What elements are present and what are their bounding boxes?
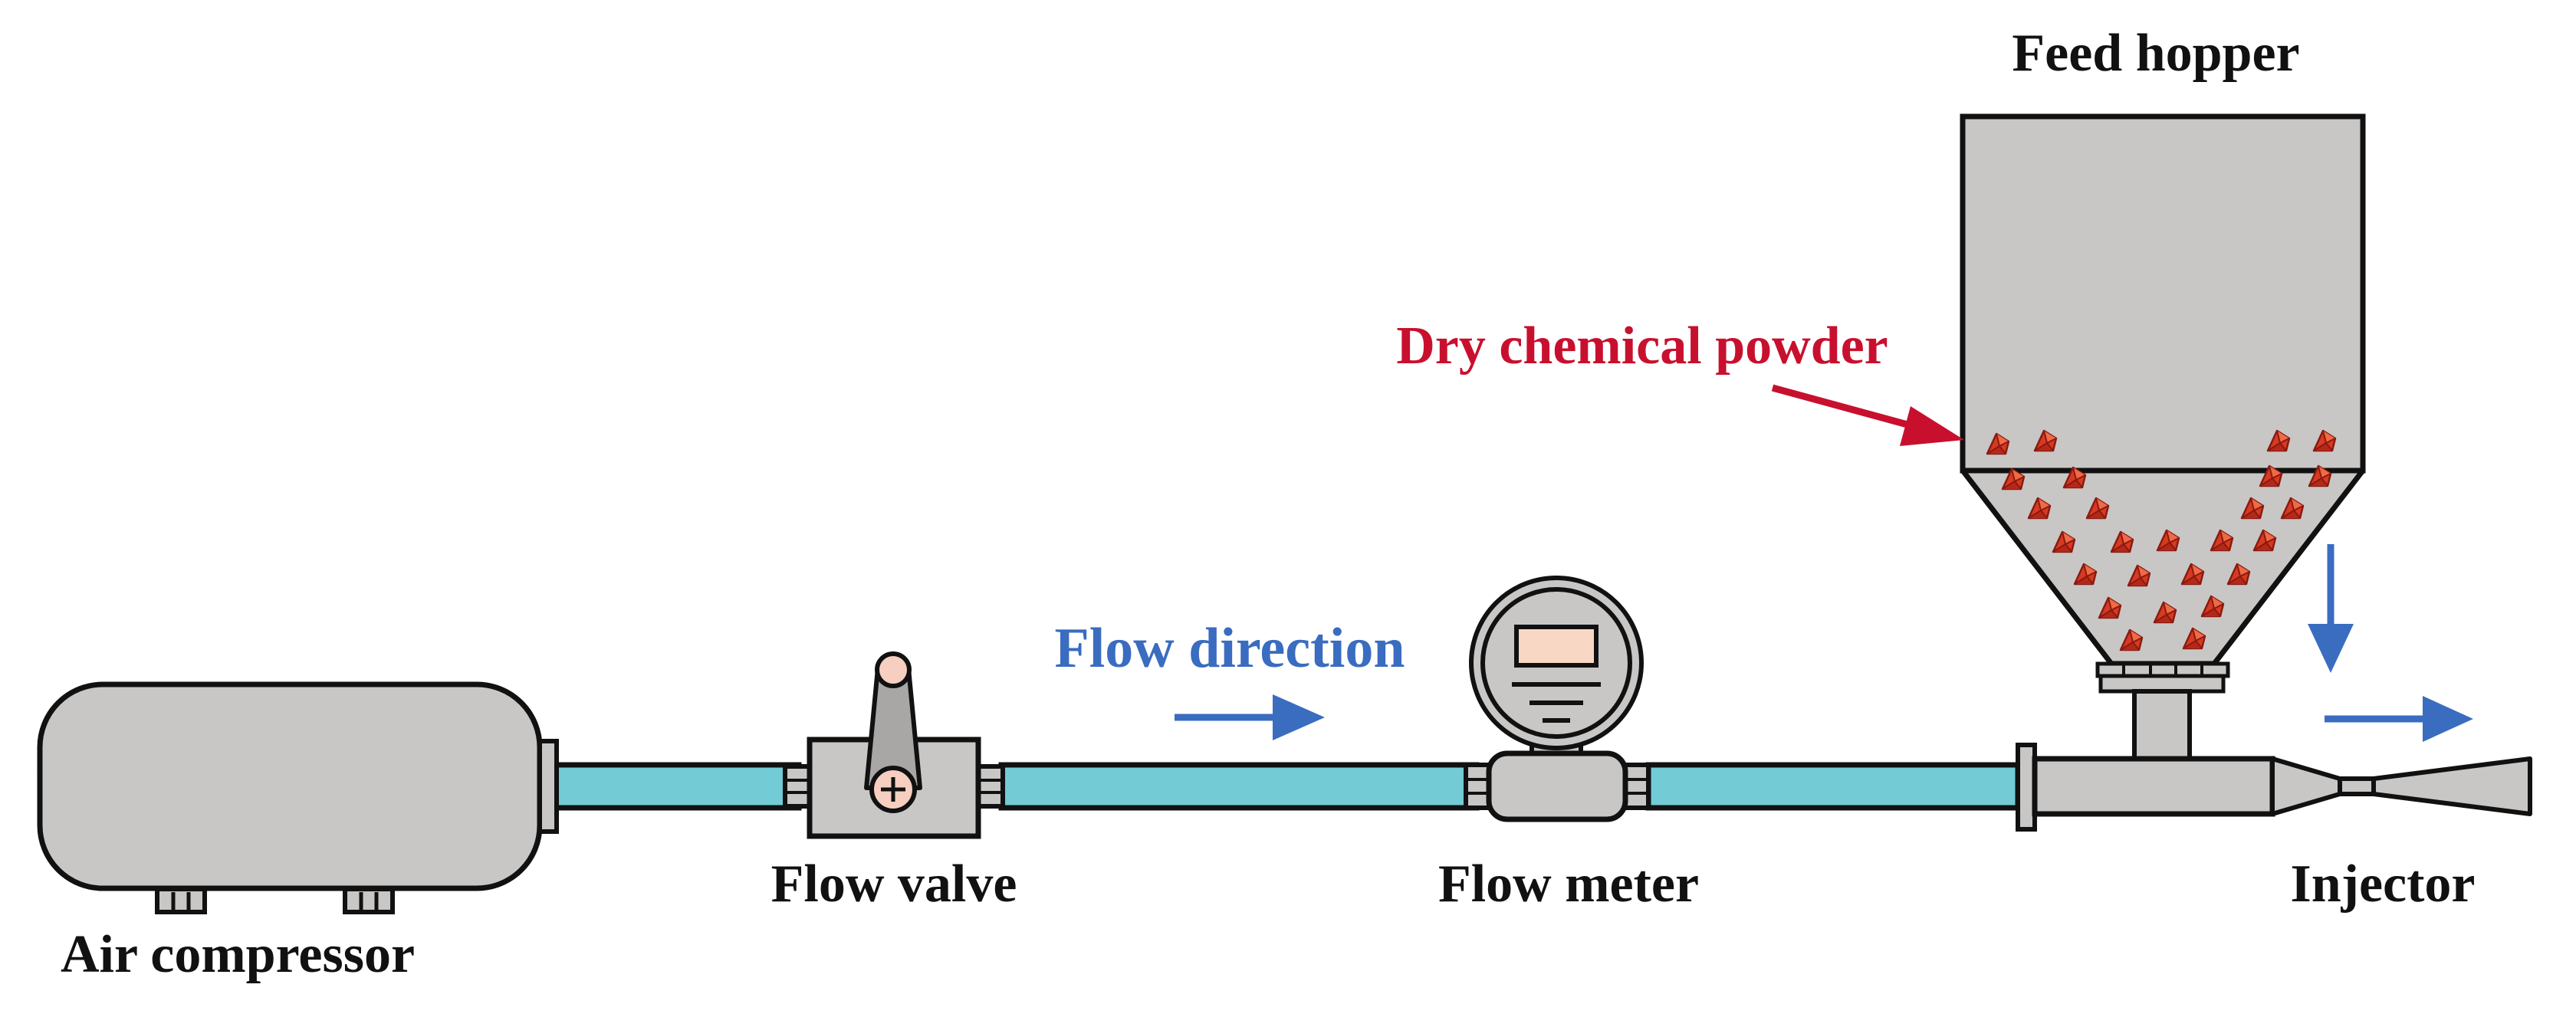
flow-meter-label: Flow meter	[1438, 855, 1699, 914]
feed-hopper	[1960, 113, 2366, 764]
pipe-meter-to-hopper	[1645, 762, 2021, 811]
air-compressor-label: Air compressor	[61, 925, 415, 984]
feed-hopper-label: Feed hopper	[2012, 24, 2299, 83]
flow-arrow-icon	[1175, 694, 1325, 740]
hopper-outlet-pipe	[2016, 743, 2275, 832]
injector-output-arrow-icon	[2325, 696, 2473, 742]
hopper-down-arrow-icon	[2308, 544, 2354, 673]
air-compressor	[37, 681, 559, 914]
dry-chemical-powder-label: Dry chemical powder	[1396, 317, 1888, 376]
flow-meter	[1464, 576, 1651, 822]
flow-valve-label: Flow valve	[771, 855, 1017, 914]
flow-direction-label: Flow direction	[1055, 617, 1405, 680]
pipe-valve-to-meter	[998, 762, 1480, 811]
valve-handle-icon[interactable]	[864, 651, 922, 813]
powder-pointer-arrow-icon	[1771, 384, 1964, 446]
pipe-compressor-to-valve	[552, 762, 802, 811]
injector	[2270, 756, 2532, 816]
injector-label: Injector	[2290, 855, 2475, 914]
flow-meter-display-icon	[1512, 625, 1601, 723]
